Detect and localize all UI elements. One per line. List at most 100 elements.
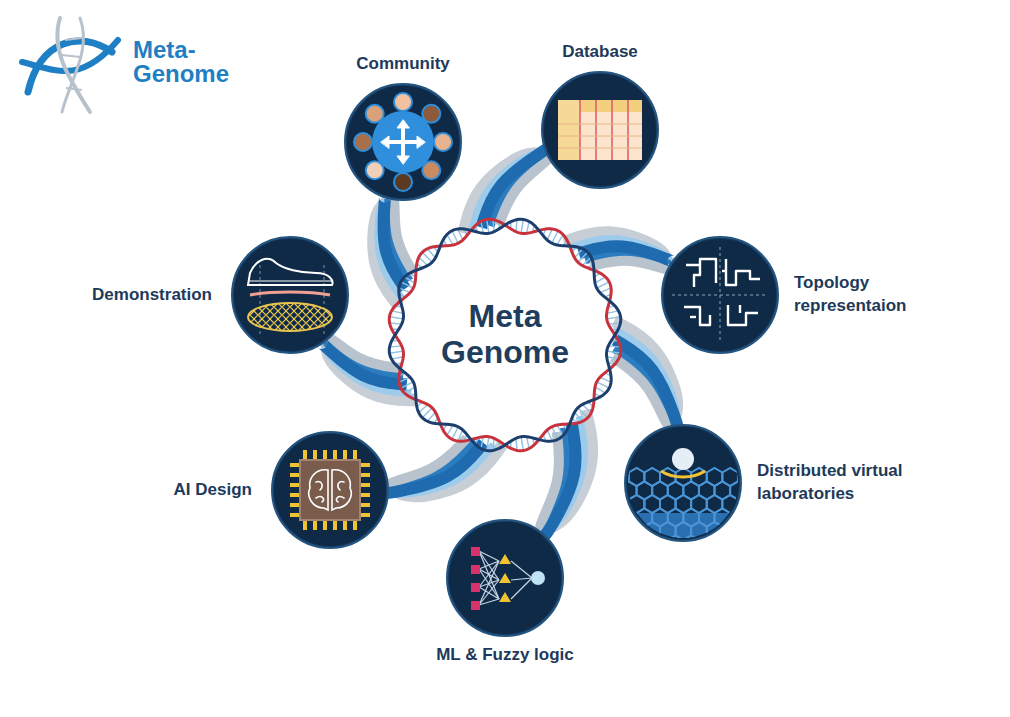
person-head bbox=[422, 105, 440, 123]
hex-cell bbox=[707, 522, 723, 540]
helix-rung bbox=[458, 430, 463, 441]
helix-rung bbox=[516, 220, 517, 232]
hex-cell bbox=[621, 509, 637, 527]
helix-rung bbox=[452, 427, 458, 439]
chip-pin bbox=[333, 520, 337, 530]
hex-cell bbox=[683, 536, 699, 554]
chip-pin bbox=[360, 473, 370, 477]
swirl-connector bbox=[388, 443, 484, 493]
helix-rung bbox=[575, 249, 583, 258]
helix-rung bbox=[404, 277, 415, 283]
helix-rung bbox=[452, 231, 458, 243]
chip-pin bbox=[290, 483, 300, 487]
person-head bbox=[366, 105, 384, 123]
swirl-connector bbox=[615, 340, 677, 425]
chip-pin bbox=[323, 520, 327, 530]
chip-pin bbox=[290, 463, 300, 467]
helix-rung bbox=[447, 425, 453, 436]
hex-cell bbox=[722, 522, 738, 540]
lab-icon bbox=[613, 448, 746, 581]
topic-circle: Distributed virtual laboratories bbox=[625, 425, 741, 541]
hex-cell bbox=[613, 522, 629, 540]
topic-circle: ML & Fuzzy logic bbox=[447, 520, 563, 636]
person-head bbox=[434, 133, 452, 151]
helix-rung bbox=[401, 282, 413, 288]
chip-pin bbox=[360, 483, 370, 487]
hex-cell bbox=[621, 536, 637, 554]
helix-rung bbox=[390, 346, 402, 347]
helix-rung bbox=[578, 408, 588, 418]
community-icon bbox=[354, 93, 452, 191]
helix-rung bbox=[597, 282, 609, 288]
topic-circle: AI Design bbox=[272, 432, 388, 548]
helix-rung bbox=[595, 387, 606, 393]
helix-rung bbox=[547, 229, 552, 240]
helix-rung bbox=[607, 351, 621, 353]
helix-rung bbox=[399, 288, 410, 293]
hex-cell bbox=[691, 522, 707, 540]
helix-rung bbox=[404, 387, 415, 393]
network-link bbox=[511, 561, 532, 578]
hex-cell bbox=[715, 536, 731, 554]
swirl-connector bbox=[481, 150, 545, 228]
helix-rung bbox=[521, 437, 523, 451]
helix-rung bbox=[552, 427, 558, 439]
hub-circle: Meta Genome bbox=[393, 223, 617, 447]
topic-circle: Database bbox=[542, 72, 658, 188]
chip-pin bbox=[360, 493, 370, 497]
hex-cell bbox=[699, 536, 715, 554]
helix-rung bbox=[390, 323, 402, 324]
hex-cell bbox=[715, 563, 731, 581]
helix-rung bbox=[493, 438, 494, 450]
hex-cell bbox=[644, 522, 660, 540]
hex-cell bbox=[676, 549, 692, 567]
network-icon bbox=[471, 547, 545, 610]
helix-rung bbox=[608, 346, 620, 347]
chip-pin bbox=[343, 450, 347, 460]
network-link bbox=[479, 580, 499, 605]
helix-rung bbox=[575, 412, 583, 421]
hex-cell bbox=[668, 563, 684, 581]
swirl-connector bbox=[383, 196, 405, 288]
hex-cell bbox=[637, 536, 653, 554]
helix-rung bbox=[578, 252, 588, 262]
helix-rung bbox=[422, 252, 432, 262]
chip-pin bbox=[290, 513, 300, 517]
helix-rung bbox=[600, 288, 611, 293]
chip-pin bbox=[353, 520, 357, 530]
chip-pin bbox=[303, 520, 307, 530]
chip-pin bbox=[290, 493, 300, 497]
helix-strand bbox=[389, 219, 621, 451]
topic-label: Distributed virtual laboratories bbox=[757, 460, 925, 506]
helix-rung bbox=[427, 412, 435, 421]
helix-rung bbox=[547, 430, 552, 441]
topic-label: ML & Fuzzy logic bbox=[436, 644, 574, 667]
helix-rung bbox=[419, 405, 428, 413]
dna-ring bbox=[389, 219, 621, 451]
chip-pin bbox=[343, 520, 347, 530]
hex-cell bbox=[637, 563, 653, 581]
hex-cell bbox=[621, 563, 637, 581]
helix-rung bbox=[582, 405, 591, 413]
hex-cell bbox=[730, 536, 746, 554]
hub-title: Meta Genome bbox=[430, 299, 580, 371]
chip-pin bbox=[313, 450, 317, 460]
topic-label: Community bbox=[356, 53, 450, 76]
network-link bbox=[479, 561, 499, 605]
hex-cell bbox=[644, 549, 660, 567]
hex-cell bbox=[683, 563, 699, 581]
chip-pin bbox=[323, 450, 327, 460]
chip-pin bbox=[313, 520, 317, 530]
hex-cell bbox=[652, 563, 668, 581]
person-head bbox=[354, 133, 372, 151]
chip-pin bbox=[290, 473, 300, 477]
helix-rung bbox=[487, 437, 489, 451]
chip-pin bbox=[290, 503, 300, 507]
helix-rung bbox=[458, 229, 463, 240]
helix-rung bbox=[447, 234, 453, 245]
helix-rung bbox=[401, 382, 413, 388]
topic-circle: Topology representaion bbox=[662, 237, 778, 353]
hex-cell bbox=[652, 536, 668, 554]
chip-pin bbox=[360, 513, 370, 517]
shoe-icon bbox=[248, 259, 332, 335]
